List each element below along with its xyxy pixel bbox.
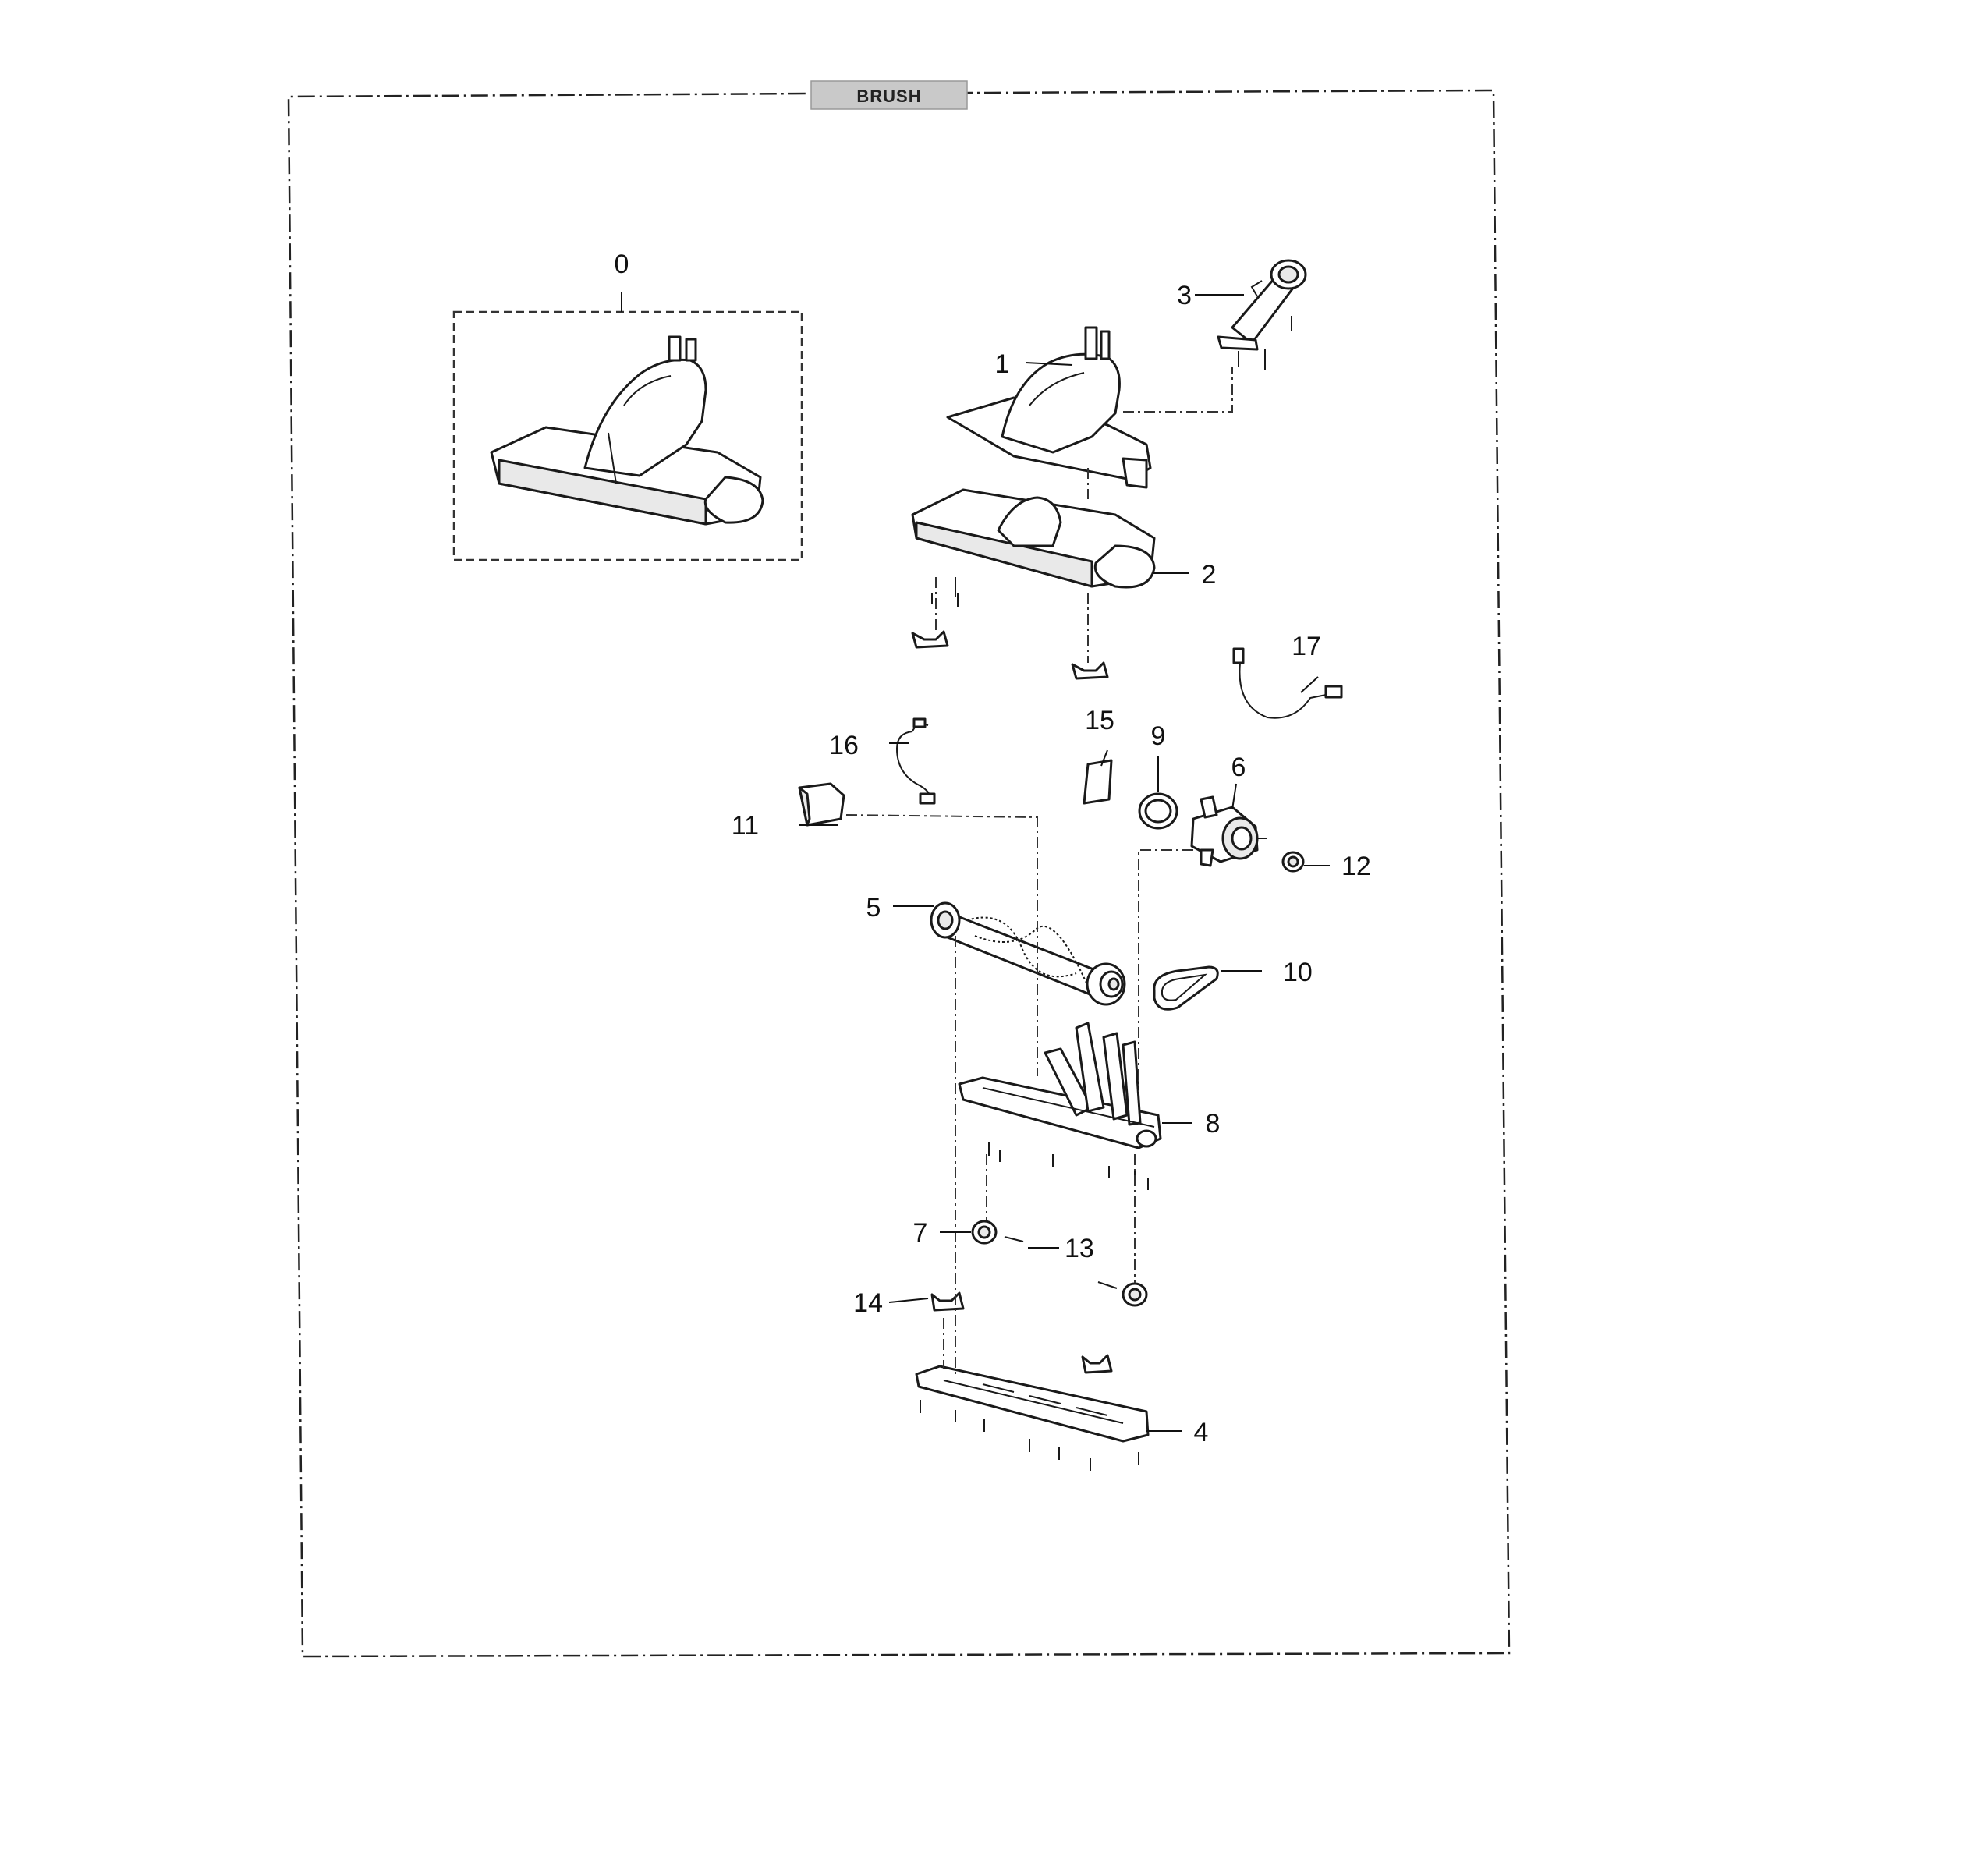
part-1-upper-housing [946,326,1152,489]
screws [920,320,1292,1471]
assembly-lines [845,367,1233,1376]
callout-8: 8 [1206,1109,1221,1139]
part-2-lower-housing [911,488,1156,589]
callout-3: 3 [1177,281,1192,310]
outer-frame [287,89,1511,1658]
part-16-wire [895,717,936,805]
callout-1: 1 [995,349,1010,379]
callout-14: 14 [853,1288,883,1318]
part-3-neck-tube [1217,259,1307,367]
callout-12: 12 [1341,852,1371,881]
latch-clips [911,577,1109,680]
callout-13: 13 [1065,1234,1094,1263]
part-6-motor [1190,795,1267,867]
callout-9: 9 [1151,721,1166,751]
part-0-assembly [452,310,803,561]
part-15-pad [1083,759,1113,805]
part-17-wire [1232,647,1343,719]
part-9-ring [1138,792,1178,830]
callout-11: 11 [732,811,759,841]
diagram-title: BRUSH [856,87,921,106]
callout-5: 5 [866,893,881,923]
part-8-base-frame [958,1022,1162,1149]
callout-10: 10 [1283,958,1313,987]
part-12-bushing [1281,851,1305,873]
part-7-wheel [971,1220,1148,1307]
callout-6: 6 [1231,753,1246,782]
callout-7: 7 [913,1218,928,1248]
callout-16: 16 [829,731,859,760]
callout-2: 2 [1202,560,1217,590]
part-11-block [798,782,845,827]
part-14-clip [930,1291,1113,1374]
part-5-brush-roll [930,901,1126,1006]
part-13-axle [1004,1236,1118,1289]
part-4-bottom-plate [915,1365,1150,1443]
callout-17: 17 [1292,632,1321,661]
callout-0: 0 [615,250,629,279]
part-10-belt [1153,965,1219,1011]
assembly-box [452,310,803,561]
title-tag: BRUSH [810,80,968,110]
leader-lines [621,292,1330,1432]
callout-labels: 0 1 2 3 4 5 6 7 8 9 10 11 12 13 14 15 16… [615,250,1371,1447]
callout-15: 15 [1085,706,1114,735]
callout-4: 4 [1194,1418,1209,1447]
